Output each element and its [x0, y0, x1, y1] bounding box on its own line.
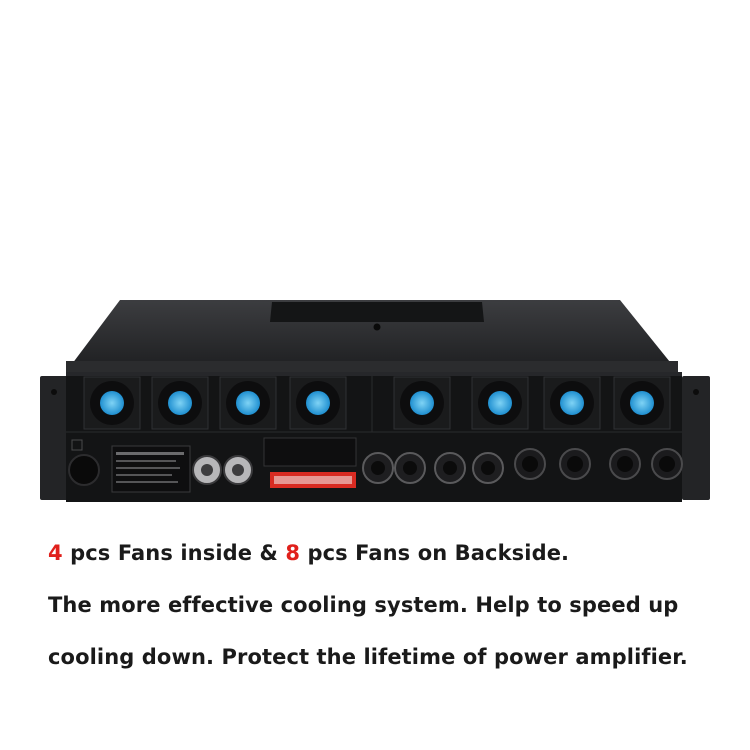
dip-switch-block — [263, 437, 357, 488]
backside-fan-count: 8 — [285, 541, 301, 565]
speakon-outputs — [514, 448, 683, 480]
fan-icon — [289, 376, 347, 430]
caption-line-2: The more effective cooling system. Help … — [48, 593, 679, 617]
fan-icon — [543, 376, 601, 430]
amplifier-photo — [40, 300, 710, 502]
caption-line-1-text-b: pcs Fans on Backside. — [300, 541, 570, 565]
amplifier-top-cover — [66, 300, 678, 373]
fan-icon — [393, 376, 451, 430]
fan-icon — [471, 376, 529, 430]
inside-fan-count: 4 — [48, 541, 63, 565]
cooling-fans — [83, 376, 671, 430]
caption-line-3: cooling down. Protect the lifetime of po… — [48, 645, 688, 669]
xlr-inputs — [362, 452, 504, 484]
caption-line-1-text-a: pcs Fans inside & — [62, 541, 286, 565]
caption-line-1: 4 pcs Fans inside & 8 pcs Fans on Backsi… — [48, 541, 569, 565]
fan-icon — [83, 376, 141, 430]
fan-icon — [219, 376, 277, 430]
rating-label — [111, 445, 191, 493]
power-inlet — [68, 439, 100, 486]
fan-icon — [151, 376, 209, 430]
rack-ears — [40, 376, 710, 500]
fan-icon — [613, 376, 671, 430]
link-xlr-connectors — [192, 455, 253, 485]
